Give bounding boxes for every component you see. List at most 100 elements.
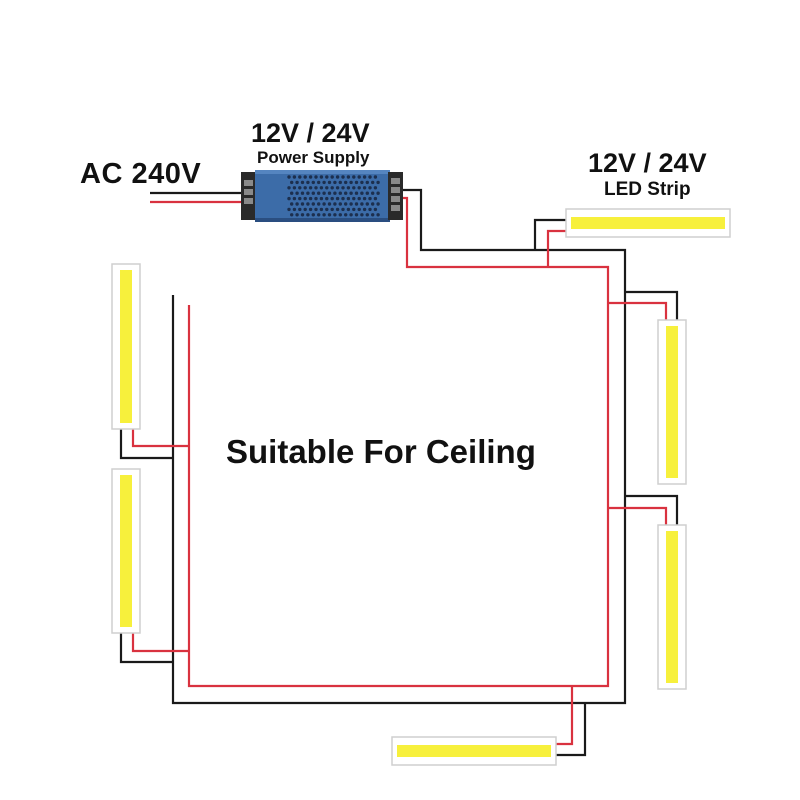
vent-hole [365,213,369,217]
vent-hole [344,180,348,185]
vent-hole [295,180,299,185]
led-strip-right-lower [657,524,687,690]
vent-hole [346,186,351,190]
vent-hole [330,196,334,201]
vent-hole [338,202,342,206]
vent-hole [311,213,315,217]
vent-hole [325,175,329,179]
vent-hole [346,175,351,179]
vent-hole [333,191,337,195]
vent-hole [322,180,326,185]
vent-hole [333,180,337,185]
vent-hole [287,207,291,212]
vent-hole [352,186,356,190]
led-strip-name-label: LED Strip [604,179,691,200]
main-black-wire [171,188,627,705]
vent-hole [317,191,321,195]
vent-hole [341,196,345,201]
vent-hole [287,175,291,179]
vent-hole [357,175,361,179]
vent-hole [362,207,367,212]
ac-input-label: AC 240V [80,158,202,190]
vent-hole [352,196,356,201]
right-lower-led-black-wire [625,494,679,525]
vent-hole [295,202,299,206]
vent-hole [317,213,321,217]
vent-hole [333,213,337,217]
vent-hole [322,213,326,217]
vent-hole [311,180,315,185]
vent-hole [314,186,318,190]
vent-hole [373,175,378,179]
right-lower-led-red-wire [608,506,668,525]
vent-hole [335,175,340,179]
vent-hole [371,213,375,217]
led-strip-right-upper [657,319,687,485]
led-light [666,531,678,683]
led-strip-left-upper [111,263,141,430]
vent-hole [338,191,342,195]
vent-hole [325,196,329,201]
vent-hole [292,175,297,179]
bottom-led-black-wire [556,703,587,757]
vent-hole [300,191,305,195]
vent-hole [290,202,294,206]
vent-hole [365,180,369,185]
vent-hole [368,186,372,190]
vent-hole [319,196,324,201]
vent-hole [368,175,372,179]
vent-hole [306,180,310,185]
vent-hole [352,175,356,179]
power-supply-name-label: Power Supply [257,148,370,167]
vent-hole [349,202,353,206]
vent-hole [373,207,378,212]
vent-hole [368,207,372,212]
application-label: Suitable For Ceiling [226,433,536,470]
vent-hole [371,202,375,206]
vent-hole [354,202,359,206]
power-supply-left-terminal [241,172,256,220]
led-light [571,217,725,229]
bottom-led-red-wire [556,686,574,746]
vent-hole [298,196,302,201]
top-right-led-black-wire [533,218,566,250]
vent-hole [292,207,297,212]
vent-hole [327,191,332,195]
vent-hole [314,175,318,179]
vent-hole [308,175,313,179]
vent-hole [300,202,305,206]
vent-hole [344,191,348,195]
vent-hole [354,213,359,217]
vent-hole [306,202,310,206]
vent-hole [376,213,380,217]
vent-hole [360,202,364,206]
vent-hole [327,180,332,185]
vent-hole [344,213,348,217]
vent-hole [303,196,307,201]
vent-hole [330,207,334,212]
led-strip-voltage-label: 12V / 24V [588,148,707,178]
left-upper-led-black-wire [119,428,173,460]
vent-hole [352,207,356,212]
vent-hole [362,186,367,190]
vent-hole [317,202,321,206]
vent-hole [308,186,313,190]
vent-hole [325,207,329,212]
vent-hole [371,180,375,185]
right-upper-led-red-wire [608,301,668,320]
led-strip-bottom [391,736,557,766]
vent-hole [319,175,324,179]
vent-hole [335,196,340,201]
led-light [120,475,132,627]
vent-hole [327,202,332,206]
vent-hole [287,186,291,190]
vent-hole [322,202,326,206]
vent-hole [295,191,299,195]
vent-hole [335,207,340,212]
vent-hole [287,196,291,201]
vent-hole [292,186,297,190]
main-red-wire [187,196,610,688]
vent-hole [346,196,351,201]
vent-hole [357,196,361,201]
